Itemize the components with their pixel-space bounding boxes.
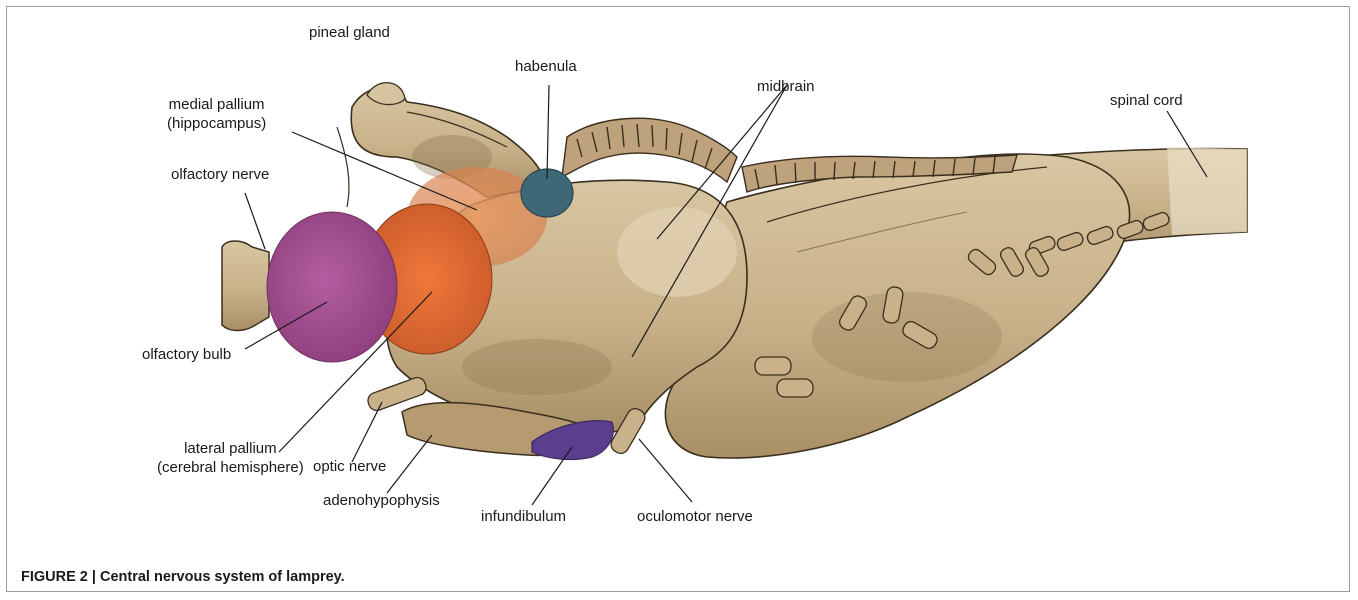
label-adenohypophysis: adenohypophysis — [323, 491, 440, 510]
figure-caption: FIGURE 2 | Central nervous system of lam… — [21, 569, 345, 585]
label-habenula: habenula — [515, 57, 577, 76]
label-medial-pallium: medial pallium (hippocampus) — [167, 95, 266, 133]
label-olfactory-nerve: olfactory nerve — [171, 165, 269, 184]
label-olfactory-bulb: olfactory bulb — [142, 345, 231, 364]
label-pineal-gland: pineal gland — [309, 23, 390, 42]
figure-frame: pineal gland habenula midbrain spinal co… — [6, 6, 1350, 592]
label-optic-nerve: optic nerve — [313, 457, 386, 476]
label-infundibulum: infundibulum — [481, 507, 566, 526]
label-spinal-cord: spinal cord — [1110, 91, 1183, 110]
label-lateral-pallium-line2: (cerebral hemisphere) — [157, 458, 304, 477]
label-midbrain: midbrain — [757, 77, 815, 96]
olfactory-bulb — [222, 212, 397, 362]
label-lateral-pallium-line1: lateral pallium — [157, 439, 304, 458]
label-oculomotor-nerve: oculomotor nerve — [637, 507, 753, 526]
label-medial-pallium-line2: (hippocampus) — [167, 114, 266, 133]
label-medial-pallium-line1: medial pallium — [167, 95, 266, 114]
label-lateral-pallium: lateral pallium (cerebral hemisphere) — [157, 439, 304, 477]
